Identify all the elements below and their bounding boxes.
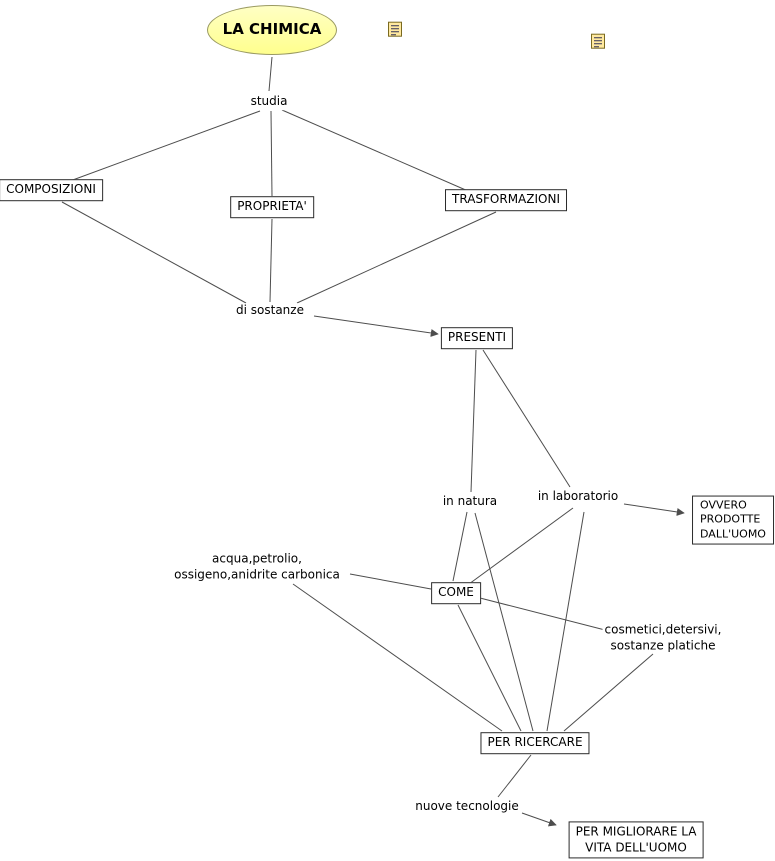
linking-phrase-nuove-tecnologie[interactable]: nuove tecnologie <box>413 799 521 815</box>
edge-studia-proprieta <box>270 110 273 197</box>
edge-presenti-in-laboratorio <box>482 349 571 488</box>
linking-phrase-in-laboratorio[interactable]: in laboratorio <box>535 489 621 505</box>
edge-composizioni-di-sostanze <box>61 201 247 304</box>
edge-in-laboratorio-ovvero <box>623 503 685 516</box>
edge-trasformazioni-di-sostanze <box>296 211 497 304</box>
concept-ovvero-prodotte-dalluomo[interactable]: OVVERO PRODOTTE DALL'UOMO <box>692 495 774 545</box>
concept-come[interactable]: COME <box>431 582 481 604</box>
concept-per-migliorare-la-vita[interactable]: PER MIGLIORARE LA VITA DELL'UOMO <box>568 821 704 859</box>
edge-acqua-come <box>349 573 432 590</box>
edge-nuove-tecnologie-per-migliorare <box>521 812 557 827</box>
edge-proprieta-di-sostanze <box>269 218 273 303</box>
edge-come-per-ricercare <box>457 604 522 732</box>
concept-proprieta[interactable]: PROPRIETA' <box>230 196 314 218</box>
edge-studia-trasformazioni <box>281 109 469 192</box>
edge-in-natura-per-ricercare <box>474 512 534 732</box>
concept-per-ricercare[interactable]: PER RICERCARE <box>480 732 590 754</box>
edge-in-natura-come <box>452 511 468 582</box>
resource-document-icon-2[interactable] <box>590 12 606 71</box>
document-icon <box>388 21 402 37</box>
concept-presenti[interactable]: PRESENTI <box>440 327 514 349</box>
edge-per-ricercare-nuove-tecnologie <box>497 754 532 798</box>
edge-acqua-per-ricercare <box>292 583 503 732</box>
edge-in-laboratorio-per-ricercare <box>546 511 585 732</box>
linking-phrase-di-sostanze[interactable]: di sostanze <box>234 303 306 319</box>
concept-trasformazioni[interactable]: TRASFORMAZIONI <box>445 189 567 211</box>
linking-phrase-studia[interactable]: studia <box>248 94 290 110</box>
edge-di-sostanze-presenti <box>313 315 439 337</box>
edge-come-cosmetici <box>479 597 606 631</box>
concept-composizioni[interactable]: COMPOSIZIONI <box>0 179 103 201</box>
edge-in-laboratorio-come <box>468 507 574 585</box>
document-icon <box>591 33 605 49</box>
resource-document-icon-1[interactable] <box>387 0 403 58</box>
linking-phrase-acqua-petrolio[interactable]: acqua,petrolio, ossigeno,anidrite carbon… <box>172 551 342 583</box>
edge-la-chimica-studia <box>268 56 273 92</box>
linking-phrase-cosmetici-detersivi[interactable]: cosmetici,detersivi, sostanze platiche <box>602 622 724 654</box>
linking-phrase-in-natura[interactable]: in natura <box>440 494 500 510</box>
edge-cosmetici-per-ricercare <box>563 653 654 732</box>
concept-la-chimica[interactable]: LA CHIMICA <box>207 5 337 55</box>
edge-studia-composizioni <box>69 110 261 182</box>
edge-presenti-in-natura <box>470 349 477 493</box>
